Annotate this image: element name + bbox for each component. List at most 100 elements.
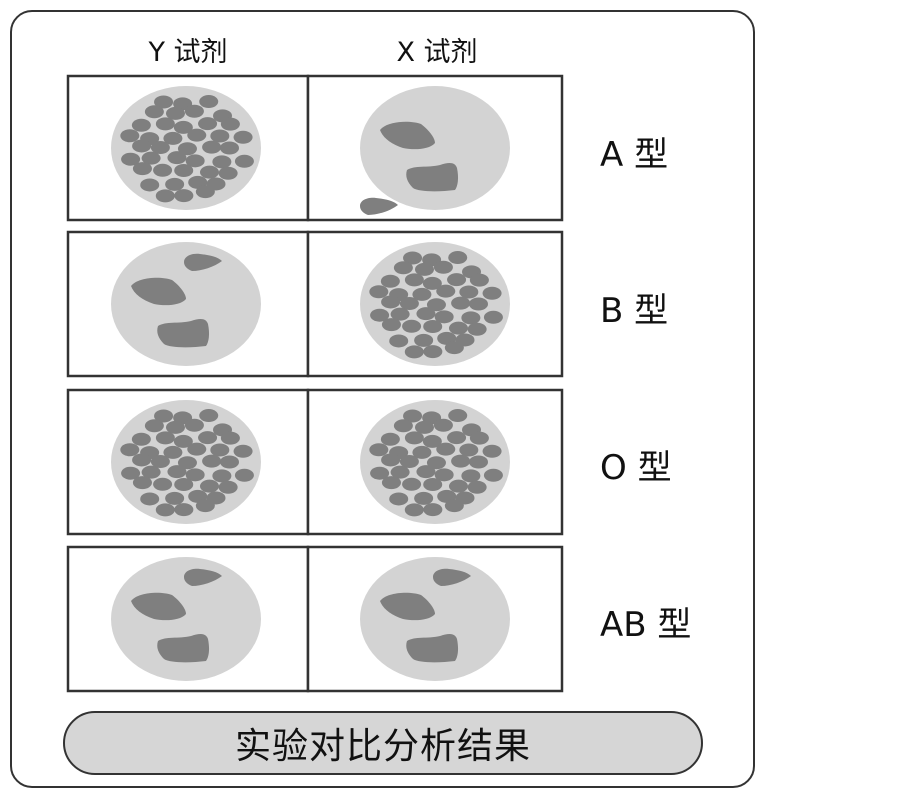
agglutinated-dot — [451, 296, 471, 310]
agglutinated-dot — [155, 117, 175, 131]
agglutinated-dot — [404, 431, 424, 445]
agglutinated-dot — [121, 466, 141, 480]
blood-plate — [111, 242, 261, 366]
agglutinated-dot — [469, 297, 489, 311]
agglutinated-dot — [483, 310, 503, 324]
agglutinated-dot — [482, 286, 502, 300]
agglutinated-dot — [220, 455, 240, 469]
agglutinated-dot — [423, 319, 443, 333]
cell-clump-small — [433, 568, 471, 586]
agglutinated-dot — [187, 128, 207, 142]
agglutinated-dot — [414, 333, 434, 347]
agglutinated-dot — [141, 465, 161, 479]
agglutinated-dot — [210, 129, 230, 143]
agglutinated-dot — [381, 295, 401, 309]
agglutinated-dot — [120, 129, 140, 143]
agglutinated-dot — [380, 274, 400, 288]
agglutinated-dot — [461, 469, 481, 483]
agglutinated-dot — [369, 443, 389, 457]
agglutinated-dot — [195, 185, 215, 199]
agglutinated-dot — [414, 262, 434, 276]
agglutinated-dot — [414, 491, 434, 505]
agglutinated-dot — [469, 431, 489, 445]
blood-plate — [360, 557, 510, 681]
agglutinated-dot — [163, 131, 183, 145]
agglutinated-dot — [423, 503, 443, 517]
agglutinated-dot — [185, 154, 205, 168]
agglutinated-dot — [185, 468, 205, 482]
agglutinated-dot — [423, 477, 443, 491]
agglutinated-dot — [177, 142, 197, 156]
agglutinated-dot — [461, 311, 481, 325]
agglutinated-dot — [482, 444, 502, 458]
agglutinated-dot — [403, 251, 423, 265]
diagram-frame — [10, 10, 755, 788]
agglutinated-dot — [140, 178, 160, 192]
agglutinated-dot — [199, 165, 219, 179]
agglutinated-dot — [187, 442, 207, 456]
agglutinated-dot — [218, 166, 238, 180]
column-header-x-reagent: X 试剂 — [396, 37, 478, 68]
agglutinated-dot — [212, 469, 232, 483]
agglutinated-dot — [447, 431, 467, 445]
agglutinated-dot — [174, 189, 194, 203]
agglutinated-dot — [212, 155, 232, 169]
agglutinated-dot — [155, 189, 175, 203]
agglutinated-dot — [416, 307, 436, 321]
agglutinated-dot — [444, 499, 464, 513]
agglutinated-dot — [174, 477, 194, 491]
row-label-o: O 型 — [600, 448, 672, 488]
agglutinated-dot — [120, 443, 140, 457]
cell-clump — [131, 592, 186, 621]
agglutinated-dot — [414, 420, 434, 434]
cell-clump — [157, 634, 210, 663]
agglutinated-dot — [412, 445, 432, 459]
agglutinated-dot — [132, 453, 152, 467]
agglutinated-dot — [131, 432, 151, 446]
agglutinated-dot — [399, 455, 419, 469]
agglutinated-dot — [380, 432, 400, 446]
agglutinated-dot — [202, 454, 222, 468]
agglutinated-dot — [459, 443, 479, 457]
agglutinated-dot — [199, 95, 219, 109]
agglutinated-dot — [174, 503, 194, 517]
agglutinated-dot — [390, 465, 410, 479]
agglutinated-dot — [165, 491, 185, 505]
cell-clump — [157, 319, 210, 348]
agglutinated-dot — [448, 409, 468, 423]
agglutinated-dot — [184, 104, 204, 118]
agglutinated-dot — [404, 345, 424, 359]
cell-clump — [131, 277, 186, 306]
agglutinated-dot — [469, 455, 489, 469]
agglutinated-dot — [131, 118, 151, 132]
cell-clump-small — [360, 197, 398, 215]
agglutinated-dot — [155, 503, 175, 517]
agglutinated-dot — [220, 117, 240, 131]
cell-clump — [380, 121, 435, 150]
agglutinated-dot — [199, 409, 219, 423]
agglutinated-dot — [177, 456, 197, 470]
agglutinated-dot — [416, 465, 436, 479]
agglutinated-dot — [448, 321, 468, 335]
agglutinated-dot — [436, 442, 456, 456]
agglutinated-dot — [423, 345, 443, 359]
agglutinated-dot — [202, 140, 222, 154]
column-header-y-reagent: Y 试剂 — [148, 37, 228, 68]
agglutinated-dot — [121, 152, 141, 166]
agglutinated-dot — [218, 480, 238, 494]
agglutinated-dot — [459, 285, 479, 299]
agglutinated-dot — [132, 162, 152, 176]
agglutinated-dot — [210, 443, 230, 457]
agglutinated-dot — [426, 298, 446, 312]
agglutinated-dot — [234, 468, 254, 482]
agglutinated-dot — [199, 479, 219, 493]
agglutinated-dot — [403, 409, 423, 423]
agglutinated-dot — [174, 163, 194, 177]
agglutinated-dot — [370, 466, 390, 480]
cell-clump-small — [184, 568, 222, 586]
agglutinated-dot — [167, 465, 187, 479]
blood-plate — [111, 557, 261, 681]
agglutinated-dot — [132, 139, 152, 153]
agglutinated-dot — [412, 287, 432, 301]
agglutinated-dot — [184, 418, 204, 432]
